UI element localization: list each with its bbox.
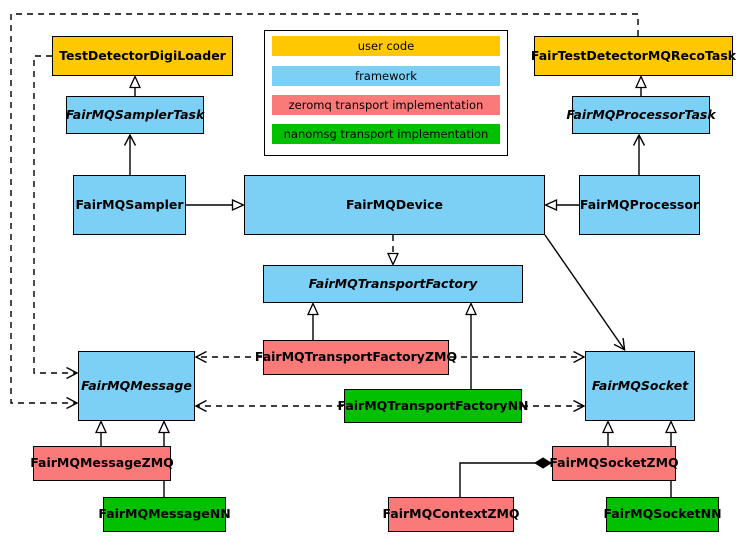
class-node-fairmqtransportfactoryzmq[interactable]: FairMQTransportFactoryZMQ: [255, 340, 457, 375]
class-node-fairmqsocket[interactable]: FairMQSocket: [585, 351, 695, 421]
class-node-fairmqsocketnn[interactable]: FairMQSocketNN: [603, 497, 722, 532]
legend-item-framework: framework: [272, 66, 500, 86]
class-node-fairmqmessagenn[interactable]: FairMQMessageNN: [98, 497, 231, 532]
edge-contextzmq-to-socketzmq: [459, 457, 552, 497]
class-node-fairmqmessage[interactable]: FairMQMessage: [78, 351, 195, 421]
legend-item-nanomsg: nanomsg transport implementation: [272, 124, 500, 144]
edge-recotask-to-message: [10, 13, 639, 403]
class-node-fairmqsampler[interactable]: FairMQSampler: [73, 175, 186, 235]
edge-digiloader-to-message: [33, 55, 76, 373]
class-node-fairmqtransportfactorynn[interactable]: FairMQTransportFactoryNN: [338, 389, 529, 423]
legend-item-user-code: user code: [272, 36, 500, 56]
class-node-fairmqsocketzmq[interactable]: FairMQSocketZMQ: [549, 446, 679, 481]
edge-device-to-socket: [544, 234, 624, 349]
class-node-fairmqdevice[interactable]: FairMQDevice: [244, 175, 545, 235]
class-node-fairmqcontextzmq[interactable]: FairMQContextZMQ: [382, 497, 520, 532]
class-node-fairmqmessagezmq[interactable]: FairMQMessageZMQ: [30, 446, 174, 481]
class-node-fairmqprocessor[interactable]: FairMQProcessor: [579, 175, 700, 235]
class-node-fairmqsamplertask[interactable]: FairMQSamplerTask: [66, 96, 204, 134]
legend-item-zeromq: zeromq transport implementation: [272, 95, 500, 115]
class-node-fairmqprocessortask[interactable]: FairMQProcessorTask: [566, 96, 716, 134]
class-node-fairtestdetectormqrecotask[interactable]: FairTestDetectorMQRecoTask: [531, 36, 736, 76]
class-node-testdetectordigiloader[interactable]: TestDetectorDigiLoader: [52, 36, 233, 76]
class-node-fairmqtransportfactory[interactable]: FairMQTransportFactory: [263, 265, 523, 303]
